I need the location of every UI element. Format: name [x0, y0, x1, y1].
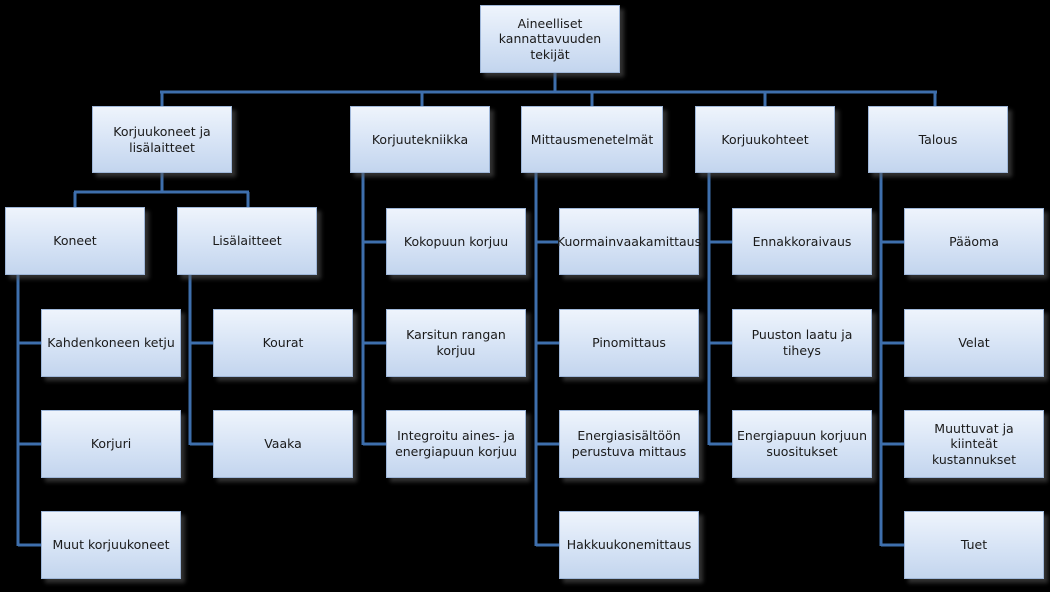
leaf-node: Puuston laatu ja tiheys	[732, 309, 872, 377]
root-node: Aineelliset kannattavuuden tekijät	[480, 5, 620, 73]
leaf-node: Energiapuun korjuun suositukset	[732, 410, 872, 478]
leaf-node: Kourat	[213, 309, 353, 377]
category-node: Korjuutekniikka	[350, 106, 490, 173]
leaf-node: Ennakkoraivaus	[732, 208, 872, 275]
leaf-node: Hakkuukonemittaus	[559, 511, 699, 579]
subgroup-node: Lisälaitteet	[177, 207, 317, 275]
leaf-node: Velat	[904, 309, 1044, 377]
leaf-node: Vaaka	[213, 410, 353, 478]
category-node: Korjuukohteet	[695, 106, 835, 173]
category-node: Talous	[868, 106, 1008, 173]
leaf-node: Kahdenkoneen ketju	[41, 309, 181, 377]
leaf-node: Muuttuvat ja kiinteät kustannukset	[904, 410, 1044, 478]
category-node: Korjuukoneet ja lisälaitteet	[92, 106, 232, 173]
leaf-node: Integroitu aines- ja energiapuun korjuu	[386, 410, 526, 478]
leaf-node: Tuet	[904, 511, 1044, 579]
leaf-node: Korjuri	[41, 410, 181, 478]
leaf-node: Muut korjuukoneet	[41, 511, 181, 579]
leaf-node: Pinomittaus	[559, 309, 699, 377]
leaf-node: Pääoma	[904, 208, 1044, 275]
subgroup-node: Koneet	[5, 207, 145, 275]
leaf-node: Karsitun rangan korjuu	[386, 309, 526, 377]
leaf-node: Kuormainvaakamittaus	[557, 208, 701, 275]
category-node: Mittausmenetelmät	[521, 106, 663, 173]
leaf-node: Kokopuun korjuu	[386, 208, 526, 275]
leaf-node: Energiasisältöön perustuva mittaus	[559, 410, 699, 478]
